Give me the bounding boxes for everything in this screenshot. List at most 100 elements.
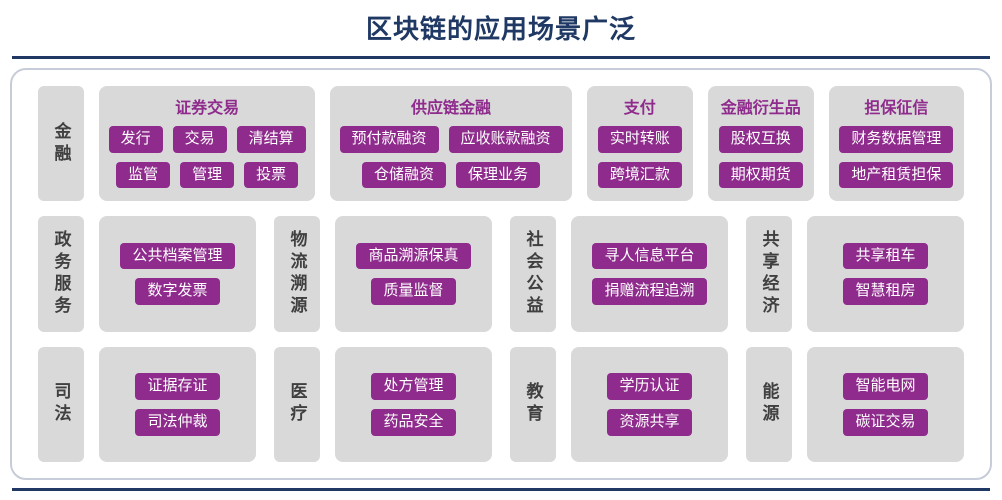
group-panel: 公共档案管理数字发票 <box>99 216 256 332</box>
category-label: 社会公益 <box>510 216 556 332</box>
category-label: 金融 <box>38 86 84 202</box>
chip-row: 监管管理投票 <box>116 161 299 189</box>
group-panel: 金融衍生品股权互换期权期货 <box>707 86 814 202</box>
bottom-rule <box>12 488 990 491</box>
chip: 仓储融资 <box>362 161 447 189</box>
group-panel: 证券交易发行交易清结算监管管理投票 <box>99 86 316 202</box>
chip-row: 发行交易清结算 <box>108 125 306 153</box>
chip-row: 碳证交易 <box>843 408 928 436</box>
chip: 商品溯源保真 <box>356 242 471 270</box>
group-header: 担保征信 <box>864 99 929 117</box>
chip: 清结算 <box>236 125 306 153</box>
section: 能源智能电网碳证交易 <box>746 346 964 462</box>
chip-row: 实时转账 <box>597 125 682 153</box>
chip: 共享租车 <box>843 242 928 270</box>
group-panel: 学历认证资源共享 <box>571 346 728 462</box>
chip-row: 处方管理 <box>371 373 456 400</box>
chip: 数字发票 <box>135 278 220 306</box>
chip-row: 证据存证 <box>135 373 220 400</box>
category-label: 物流溯源 <box>274 216 320 332</box>
category-label: 司法 <box>38 346 84 462</box>
chip-row: 药品安全 <box>371 408 456 436</box>
chip: 应收账款融资 <box>448 125 563 153</box>
category-label: 政务服务 <box>38 216 84 332</box>
chip-row: 捐赠流程追溯 <box>592 278 707 306</box>
chip: 管理 <box>180 161 235 189</box>
chip-row: 数字发票 <box>135 278 220 306</box>
chip: 监管 <box>116 161 171 189</box>
title-rule <box>12 56 990 59</box>
chip: 公共档案管理 <box>120 242 235 270</box>
chip: 智慧租房 <box>843 278 928 306</box>
category-label: 医疗 <box>274 346 320 462</box>
group-panel: 共享租车智慧租房 <box>807 216 964 332</box>
chip-row: 寻人信息平台 <box>592 242 707 270</box>
group-panel: 担保征信财务数据管理地产租赁担保 <box>828 86 964 202</box>
chip: 学历认证 <box>607 373 692 400</box>
section: 共享经济共享租车智慧租房 <box>746 216 964 332</box>
group-panel: 证据存证司法仲裁 <box>99 346 256 462</box>
section: 司法证据存证司法仲裁 <box>38 346 256 462</box>
category-label: 教育 <box>510 346 556 462</box>
chip: 实时转账 <box>597 125 682 153</box>
chip-row: 地产租赁担保 <box>839 161 954 189</box>
chip: 资源共享 <box>607 408 692 436</box>
group-header: 支付 <box>623 99 656 117</box>
chip: 药品安全 <box>371 408 456 436</box>
section: 金融证券交易发行交易清结算监管管理投票供应链金融预付款融资应收账款融资仓储融资保… <box>38 86 964 202</box>
group-panel: 支付实时转账跨境汇款 <box>586 86 693 202</box>
board-row-2: 政务服务公共档案管理数字发票物流溯源商品溯源保真质量监督社会公益寻人信息平台捐赠… <box>38 216 964 332</box>
chip-row: 资源共享 <box>607 408 692 436</box>
chip: 处方管理 <box>371 373 456 400</box>
group-header: 金融衍生品 <box>720 99 801 117</box>
chip-row: 预付款融资应收账款融资 <box>339 125 563 153</box>
chip: 智能电网 <box>843 373 928 400</box>
section: 物流溯源商品溯源保真质量监督 <box>274 216 492 332</box>
group-panel: 智能电网碳证交易 <box>807 346 964 462</box>
section: 教育学历认证资源共享 <box>510 346 728 462</box>
chip-row: 学历认证 <box>607 373 692 400</box>
content-board: 金融证券交易发行交易清结算监管管理投票供应链金融预付款融资应收账款融资仓储融资保… <box>10 68 992 480</box>
chip: 质量监督 <box>371 278 456 306</box>
group-header: 证券交易 <box>175 99 240 117</box>
page-title: 区块链的应用场景广泛 <box>365 14 636 44</box>
group-panel: 处方管理药品安全 <box>335 346 492 462</box>
chip-row: 质量监督 <box>371 278 456 306</box>
group-panel: 商品溯源保真质量监督 <box>335 216 492 332</box>
group-panel: 寻人信息平台捐赠流程追溯 <box>571 216 728 332</box>
chip: 司法仲裁 <box>135 408 220 436</box>
chip: 捐赠流程追溯 <box>592 278 707 306</box>
chip: 寻人信息平台 <box>592 242 707 270</box>
chip-row: 股权互换 <box>718 125 803 153</box>
chip: 跨境汇款 <box>597 161 682 189</box>
chip: 期权期货 <box>718 161 803 189</box>
chip-row: 跨境汇款 <box>597 161 682 189</box>
group-panel: 供应链金融预付款融资应收账款融资仓储融资保理业务 <box>330 86 572 202</box>
chip-row: 公共档案管理 <box>120 242 235 270</box>
chip-row: 商品溯源保真 <box>356 242 471 270</box>
chip: 证据存证 <box>135 373 220 400</box>
category-label: 共享经济 <box>746 216 792 332</box>
chip: 投票 <box>244 161 299 189</box>
chip-row: 共享租车 <box>843 242 928 270</box>
chip: 保理业务 <box>456 161 541 189</box>
chip-row: 司法仲裁 <box>135 408 220 436</box>
chip: 交易 <box>172 125 227 153</box>
chip-row: 智能电网 <box>843 373 928 400</box>
group-header: 供应链金融 <box>411 99 492 117</box>
chip-row: 智慧租房 <box>843 278 928 306</box>
section: 医疗处方管理药品安全 <box>274 346 492 462</box>
board-row-1: 金融证券交易发行交易清结算监管管理投票供应链金融预付款融资应收账款融资仓储融资保… <box>38 86 964 202</box>
section: 社会公益寻人信息平台捐赠流程追溯 <box>510 216 728 332</box>
section: 政务服务公共档案管理数字发票 <box>38 216 256 332</box>
chip-row: 期权期货 <box>718 161 803 189</box>
chip: 股权互换 <box>718 125 803 153</box>
category-label: 能源 <box>746 346 792 462</box>
chip: 碳证交易 <box>843 408 928 436</box>
chip: 地产租赁担保 <box>839 161 954 189</box>
chip-row: 仓储融资保理业务 <box>362 161 541 189</box>
chip-row: 财务数据管理 <box>839 125 954 153</box>
chip: 财务数据管理 <box>839 125 954 153</box>
chip: 发行 <box>108 125 163 153</box>
